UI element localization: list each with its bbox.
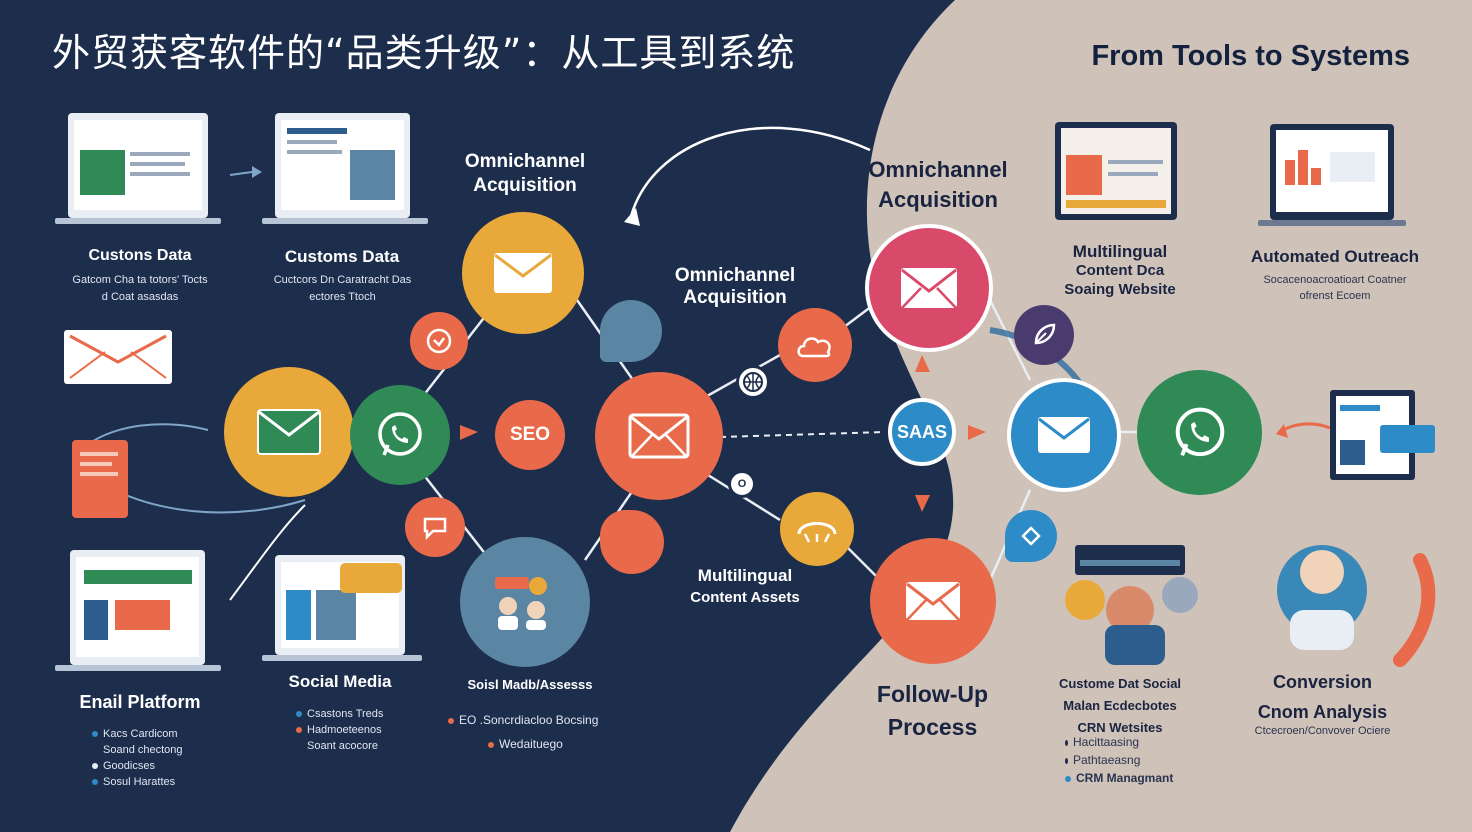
followup-line1: Follow-Up	[876, 681, 989, 707]
customs-data-sub-2a: Cuctcors Dn Caratracht Das	[273, 274, 412, 286]
customs-data-sub-1a: Gatcom Cha ta totors' Tocts	[72, 274, 208, 286]
saas-label: SAAS	[896, 421, 947, 442]
email-platform-item: Kacs Cardicom	[92, 726, 183, 742]
small-orange-node-2	[405, 497, 465, 557]
saas-node: SAAS	[888, 398, 956, 466]
whatsapp-icon	[378, 412, 422, 456]
followup-node	[870, 538, 996, 664]
blue-tag-node	[1005, 510, 1057, 562]
omnichannel-1-line2: Acquisition	[473, 175, 577, 196]
followup-label: Follow-Up Process	[855, 678, 1010, 744]
multilingual-site-line1: Multilingual	[1072, 242, 1168, 261]
email-platform-item: Sosul Harattes	[92, 774, 183, 790]
conversion-line2: Cnom Analysis	[1257, 702, 1388, 722]
omnichannel-1-line1: Omnichannel	[464, 151, 586, 172]
customer-data-line2: Malan Ecdecbotes	[1063, 698, 1177, 713]
social-media-assets-label: Soisl Madb/Assesss	[467, 677, 593, 692]
gold-small-node	[780, 492, 854, 566]
email-node-right	[1007, 378, 1121, 492]
envelope-icon	[1038, 417, 1090, 453]
customer-data-line3: CRN Wetsites	[1077, 720, 1163, 735]
page-title-cn: 外贸获客软件的“品类升级”：从工具到系统	[52, 31, 796, 75]
whatsapp-icon	[1175, 407, 1224, 456]
social-media-list: Csastons Treds Hadmoeteenos Soant acocor…	[296, 706, 383, 754]
social-media-item: Soant acocore	[307, 740, 378, 752]
customer-data-label: Custome Dat Social Malan Ecdecbotes CRN …	[1040, 673, 1200, 739]
multilingual-label: Multilingual Content Assets	[670, 565, 820, 609]
social-media-assets-list: EO .Soncrdiacloo Bocsing Wedaituego	[448, 708, 598, 756]
tag-icon	[1021, 526, 1041, 546]
social-media-item: Hadmoeteenos	[296, 722, 383, 738]
automated-outreach-sub-1: Socacenoacroatioart Coatner	[1263, 274, 1407, 286]
social-assets-item: Wedaituego	[448, 732, 598, 756]
omnichannel-right-line1: Omnichannel	[868, 157, 1008, 182]
seo-label: SEO	[509, 424, 551, 445]
multilingual-site-line3: Soaing Website	[1064, 281, 1176, 298]
customer-data-item: Hacittaasing	[1065, 733, 1173, 751]
omnichannel-label-right: Omnichannel Acquisition	[858, 155, 1018, 215]
multilingual-site-label: Multilingual Content Dca Soaing Website	[1050, 242, 1190, 299]
whatsapp-node	[350, 385, 450, 485]
customer-data-list: Hacittaasing Pathtaeasng CRM Managmant	[1065, 733, 1173, 787]
customer-data-item: Pathtaeasng	[1065, 751, 1173, 769]
multilingual-site-line2: Content Dca	[1075, 262, 1165, 279]
chat-bubble-node	[600, 300, 662, 362]
globe-icon	[743, 372, 763, 392]
sun-cloud-icon	[797, 522, 837, 543]
multilingual-line1: Multilingual	[697, 566, 793, 585]
automated-outreach-sub-2: ofrenst Ecoem	[1299, 290, 1371, 302]
followup-line2: Process	[887, 714, 978, 740]
people-icon	[495, 577, 547, 630]
seo-node: SEO	[495, 400, 565, 470]
conversion-line1: Conversion	[1272, 672, 1373, 692]
customs-data-label-1: Custons Data	[88, 247, 192, 264]
small-orange-node-3	[600, 510, 664, 574]
omnichannel-2-line2: Acquisition	[683, 287, 787, 308]
customer-data-line1: Custome Dat Social	[1058, 676, 1182, 691]
conversion-label: Conversion Cnom Analysis	[1240, 667, 1405, 727]
leaf-icon	[1034, 323, 1056, 345]
envelope-icon	[494, 253, 552, 293]
omnichannel-label-2: Omnichannel Acquisition	[655, 265, 815, 309]
conversion-sub: Ctcecroen/Convover Ociere	[1254, 725, 1391, 737]
email-platform-list: Kacs Cardicom Soand chectong Goodicses S…	[92, 726, 183, 790]
small-orange-node-1	[410, 312, 468, 370]
whatsapp-node-right	[1137, 370, 1262, 495]
globe-node	[736, 365, 770, 399]
omnichannel-node-1	[462, 212, 584, 334]
envelope-icon	[257, 409, 321, 455]
social-media-item: Csastons Treds	[296, 706, 383, 722]
hand-icon	[426, 328, 452, 354]
social-assets-node	[460, 537, 590, 667]
page-title-en: From Tools to Systems	[1091, 40, 1410, 72]
omnichannel-right-line2: Acquisition	[878, 187, 998, 212]
multilingual-line2: Content Assets	[690, 589, 800, 606]
omnichannel-2-line1: Omnichannel	[674, 265, 796, 286]
customs-data-label-2: Customs Data	[284, 247, 400, 266]
envelope-icon	[628, 413, 690, 459]
social-assets-item: EO .Soncrdiacloo Bocsing	[448, 708, 598, 732]
email-node	[224, 367, 354, 497]
customer-data-item: CRM Managmant	[1065, 769, 1173, 787]
small-o-label: O	[737, 478, 747, 490]
social-media-label: Social Media	[288, 672, 392, 691]
cloud-icon	[797, 337, 831, 358]
email-platform-item: Soand chectong	[103, 744, 183, 756]
chat-icon	[423, 517, 447, 541]
customs-data-sub-2b: ectores Ttoch	[309, 291, 376, 303]
omnichannel-label-1: Omnichannel Acquisition	[445, 150, 605, 198]
central-email-node	[595, 372, 723, 500]
small-o-node: O	[728, 470, 756, 498]
envelope-icon	[901, 268, 957, 309]
customs-data-sub-1b: d Coat asasdas	[101, 291, 179, 303]
email-platform-label: Enail Platform	[79, 692, 201, 712]
omnichannel-node-right	[865, 224, 993, 352]
cloud-node	[778, 308, 852, 382]
purple-node	[1014, 305, 1074, 365]
email-platform-item: Goodicses	[92, 758, 183, 774]
envelope-icon	[906, 582, 960, 621]
automated-outreach-label: Automated Outreach	[1250, 247, 1420, 266]
